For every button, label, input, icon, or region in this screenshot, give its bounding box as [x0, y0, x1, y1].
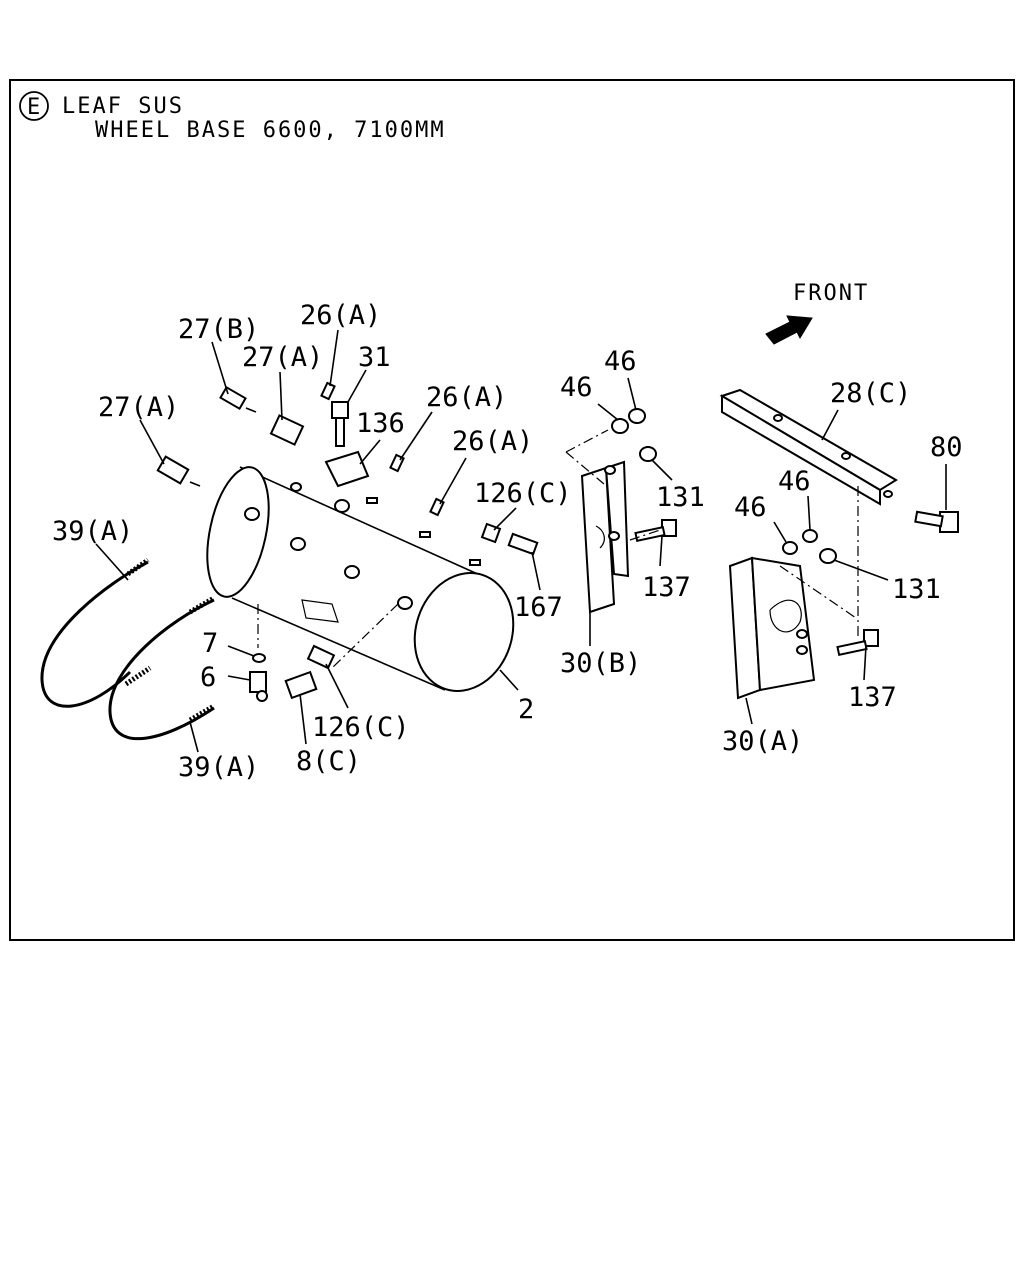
callout-39a-1: 39(A) — [52, 516, 133, 547]
callout-39a-2: 39(A) — [178, 752, 259, 783]
callout-27b: 27(B) — [178, 314, 259, 345]
callout-2: 2 — [518, 694, 534, 725]
callout-27a-2: 27(A) — [98, 392, 179, 423]
callout-30a: 30(A) — [722, 726, 803, 757]
callout-28c: 28(C) — [830, 378, 911, 409]
header-line2: WHEEL BASE 6600, 7100MM — [95, 118, 446, 143]
air-tank — [206, 466, 515, 692]
callout-131-2: 131 — [892, 574, 941, 605]
callout-8c: 8(C) — [296, 746, 361, 777]
callout-137-1: 137 — [642, 572, 691, 603]
callout-6: 6 — [200, 662, 216, 693]
callout-126c-2: 126(C) — [312, 712, 410, 743]
callout-30b: 30(B) — [560, 648, 641, 679]
callout-46-1: 46 — [560, 372, 593, 403]
bracket-30b — [580, 408, 677, 614]
callout-27a-1: 27(A) — [242, 342, 323, 373]
callout-80: 80 — [930, 432, 963, 463]
callout-137-2: 137 — [848, 682, 897, 713]
callout-26a-3: 26(A) — [452, 426, 533, 457]
arrow-icon — [765, 315, 813, 345]
header-line1: LEAF SUS — [62, 94, 184, 119]
callout-46-4: 46 — [778, 466, 811, 497]
alignment-lines — [257, 429, 859, 669]
callout-26a-1: 26(A) — [300, 300, 381, 331]
callout-7: 7 — [202, 628, 218, 659]
callout-126c-1: 126(C) — [474, 478, 572, 509]
callout-26a-2: 26(A) — [426, 382, 507, 413]
callout-46-3: 46 — [734, 492, 767, 523]
bracket-30a — [728, 529, 879, 700]
leader-lines — [95, 329, 947, 753]
u-bolts — [40, 557, 216, 741]
callout-167: 167 — [514, 592, 563, 623]
front-indicator: FRONT — [765, 281, 869, 345]
callout-136: 136 — [356, 408, 405, 439]
callouts: 27(B) 26(A) 27(A) 31 27(A) 136 26(A) 26(… — [52, 300, 963, 783]
diagram-frame — [9, 79, 1015, 941]
front-label: FRONT — [793, 281, 869, 306]
callout-46-2: 46 — [604, 346, 637, 377]
section-marker-circle — [19, 91, 49, 121]
callout-31: 31 — [358, 342, 391, 373]
bracket-28c — [719, 388, 959, 533]
section-marker: E — [27, 95, 42, 120]
callout-131-1: 131 — [656, 482, 705, 513]
header: E LEAF SUS WHEEL BASE 6600, 7100MM — [19, 91, 446, 143]
